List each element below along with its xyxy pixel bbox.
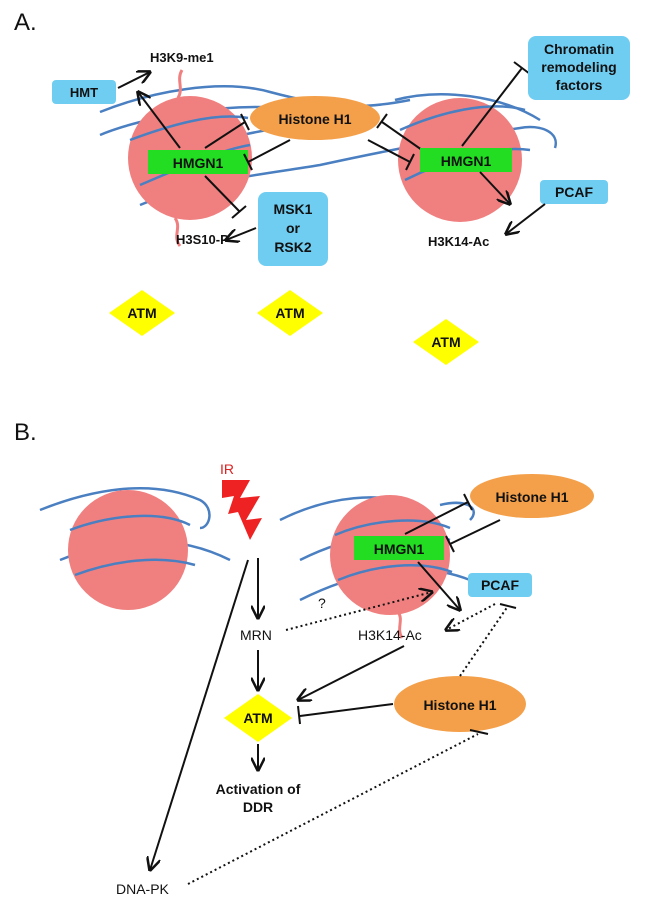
hmgn1-left-label: HMGN1 <box>173 155 224 171</box>
histone-h1-b-top-label: Histone H1 <box>495 489 568 505</box>
inhibition-hmgn1-chromatin <box>461 61 531 147</box>
histone-tail-top-a <box>176 69 184 99</box>
hmgn1-to-h3k14-arrow-b <box>417 561 460 610</box>
inhibition-h1-pcaf-dotted <box>459 603 517 677</box>
msk-line-1: MSK1 <box>274 201 313 217</box>
pcaf-a-box <box>540 180 608 204</box>
h3k9-label: H3K9-me1 <box>150 50 214 65</box>
h3k14-b-label: H3K14-Ac <box>358 627 422 643</box>
hmgn1-b-box <box>354 536 444 560</box>
histone-tail-bottom-a <box>173 217 182 247</box>
inhibition-hmgn1-h1-b <box>404 493 501 553</box>
inhibition-hmgn1-h3s10 <box>204 175 247 219</box>
hmt-to-h3k9-arrow <box>117 72 150 89</box>
histone-h1-b-top <box>470 474 594 518</box>
chromatin-line-3: factors <box>556 77 603 93</box>
ir-label: IR <box>220 461 234 477</box>
panel-b-label: B. <box>14 419 37 446</box>
dnapk-label: DNA-PK <box>116 881 170 897</box>
mrn-label: MRN <box>240 627 272 643</box>
hmgn1-left-box <box>148 150 248 174</box>
atm-diamond-a3: ATM <box>413 319 479 365</box>
hmgn1-b-label: HMGN1 <box>374 541 425 557</box>
histone-h1-a <box>250 96 380 140</box>
chromatin-factors-box <box>528 36 630 100</box>
hmgn1-right-box <box>420 148 512 172</box>
inhibition-dnapk-h1-dotted <box>187 729 489 885</box>
question-mark: ? <box>318 595 326 611</box>
atm-diamond-b: ATM <box>224 694 292 742</box>
hmgn1-to-h3k9-arrow <box>138 92 181 149</box>
pcaf-b-box <box>468 573 532 597</box>
h3k14-to-atm-arrow <box>298 645 405 700</box>
inhibition-hmgn1-h1-right <box>367 113 423 171</box>
histone-h1-a-label: Histone H1 <box>278 111 351 127</box>
h3s10-label: H3S10-P <box>176 232 229 247</box>
inhibition-h1-atm <box>297 703 394 725</box>
svg-text:ATM: ATM <box>127 305 156 321</box>
svg-text:ATM: ATM <box>243 710 272 726</box>
histone-h1-b-bottom <box>394 676 526 732</box>
msk-to-h3s10-arrow <box>226 227 257 240</box>
svg-text:ATM: ATM <box>275 305 304 321</box>
chromatin-line-1: Chromatin <box>544 41 614 57</box>
pcaf-b-label: PCAF <box>481 577 520 593</box>
hmt-box <box>52 80 116 104</box>
msk-line-3: RSK2 <box>274 239 312 255</box>
histone-tail-b <box>396 611 404 639</box>
panel-a-label: A. <box>14 9 37 36</box>
inhibition-hmgn1-h1-left <box>204 113 291 171</box>
activation-line-2: DDR <box>243 799 273 815</box>
hmt-label: HMT <box>70 85 98 100</box>
atm-diamond-a2: ATM <box>257 290 323 336</box>
h3k14-a-label: H3K14-Ac <box>428 234 489 249</box>
mrn-to-pcaf-dotted <box>285 592 432 631</box>
lightning-icon <box>222 480 262 540</box>
dna-wrap-left-b <box>69 514 196 577</box>
nucleosome-left-b <box>68 490 188 610</box>
msk-line-2: or <box>286 220 301 236</box>
activation-line-1: Activation of <box>216 781 301 797</box>
hmgn1-to-h3k14-arrow-a <box>479 171 510 204</box>
atm-diamond-a1: ATM <box>109 290 175 336</box>
hmgn1-right-label: HMGN1 <box>441 153 492 169</box>
dna-wrap-right-b <box>334 519 453 582</box>
svg-text:ATM: ATM <box>431 334 460 350</box>
pcaf-to-h3k14-arrow-a <box>506 203 546 234</box>
histone-h1-b-bottom-label: Histone H1 <box>423 697 496 713</box>
ir-to-dnapk-arrow <box>150 559 249 870</box>
pcaf-to-h3k14-dotted <box>446 603 496 630</box>
pcaf-a-label: PCAF <box>555 184 594 200</box>
chromatin-line-2: remodeling <box>541 59 616 75</box>
msk-box <box>258 192 328 266</box>
